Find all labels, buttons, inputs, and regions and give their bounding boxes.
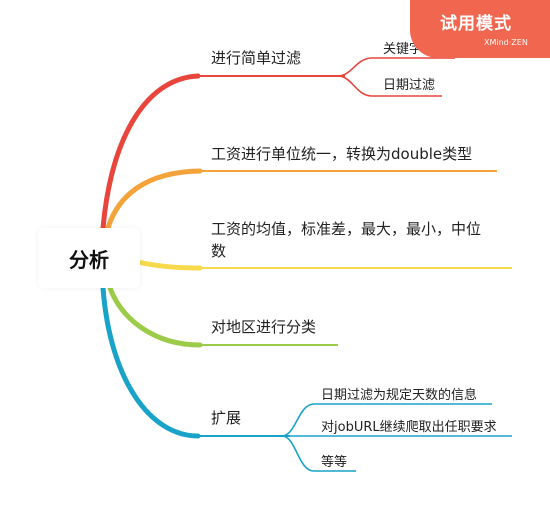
root-topic[interactable]: 分析	[38, 228, 140, 288]
subbranch-connector-5-1	[281, 403, 492, 437]
trial-mode-watermark[interactable]: 试用模式 XMind·ZEN	[410, 0, 550, 58]
subbranch-connector-5-3	[281, 435, 356, 472]
branch-connector-2	[105, 168, 203, 231]
subbranch-connector-1-1	[337, 57, 455, 77]
topic-salary-unit[interactable]: 工资进行单位统一，转换为double类型	[211, 145, 473, 163]
branch-connector-3	[135, 259, 203, 271]
subtopic-etc[interactable]: 等等	[321, 455, 348, 470]
topic-simple-filter[interactable]: 进行简单过滤	[211, 49, 302, 67]
subtopic-job-url-crawl[interactable]: 对jobURL继续爬取出任职要求	[321, 420, 497, 435]
branch-connector-5	[100, 285, 201, 439]
topic-salary-stats-line-1[interactable]: 工资的均值，标准差，最大，最小，中位	[211, 220, 482, 238]
topic-extension[interactable]: 扩展	[211, 409, 242, 427]
trial-mode-brand: XMind·ZEN	[484, 38, 528, 47]
root-topic-label: 分析	[69, 247, 109, 272]
topic-salary-stats-line-2[interactable]: 数	[211, 242, 227, 260]
trial-mode-title: 试用模式	[440, 14, 512, 34]
subbranch-connector-1-2	[337, 75, 442, 97]
subtopic-date-range-filter[interactable]: 日期过滤为规定天数的信息	[321, 388, 478, 403]
branch-connector-4	[107, 285, 203, 348]
subtopic-date-filter[interactable]: 日期过滤	[383, 78, 436, 93]
branch-connector-1	[100, 73, 201, 231]
topic-region-classify[interactable]: 对地区进行分类	[211, 318, 317, 336]
